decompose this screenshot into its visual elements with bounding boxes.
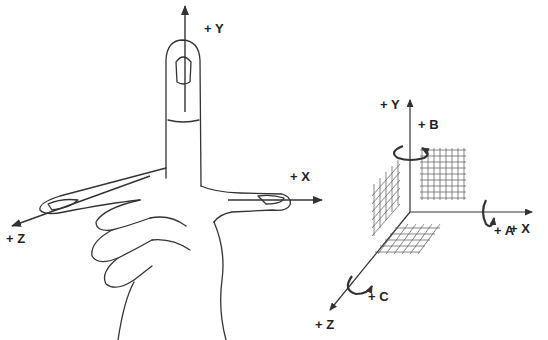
axis-label: + Z — [315, 318, 334, 331]
rotation-label: + B — [418, 118, 439, 131]
rotation-label: + A — [494, 224, 514, 237]
axis-label: + Z — [6, 232, 25, 245]
hand — [40, 40, 291, 340]
axis-label: + Y — [204, 22, 224, 35]
coordinate-diagram — [330, 100, 532, 310]
hand-axes — [12, 6, 322, 226]
plane-grids — [372, 148, 466, 254]
axis-label: + Y — [380, 98, 400, 111]
rotation-label: + C — [368, 290, 389, 303]
rotation-arrows — [348, 146, 494, 294]
axis-label: + X — [290, 170, 310, 183]
